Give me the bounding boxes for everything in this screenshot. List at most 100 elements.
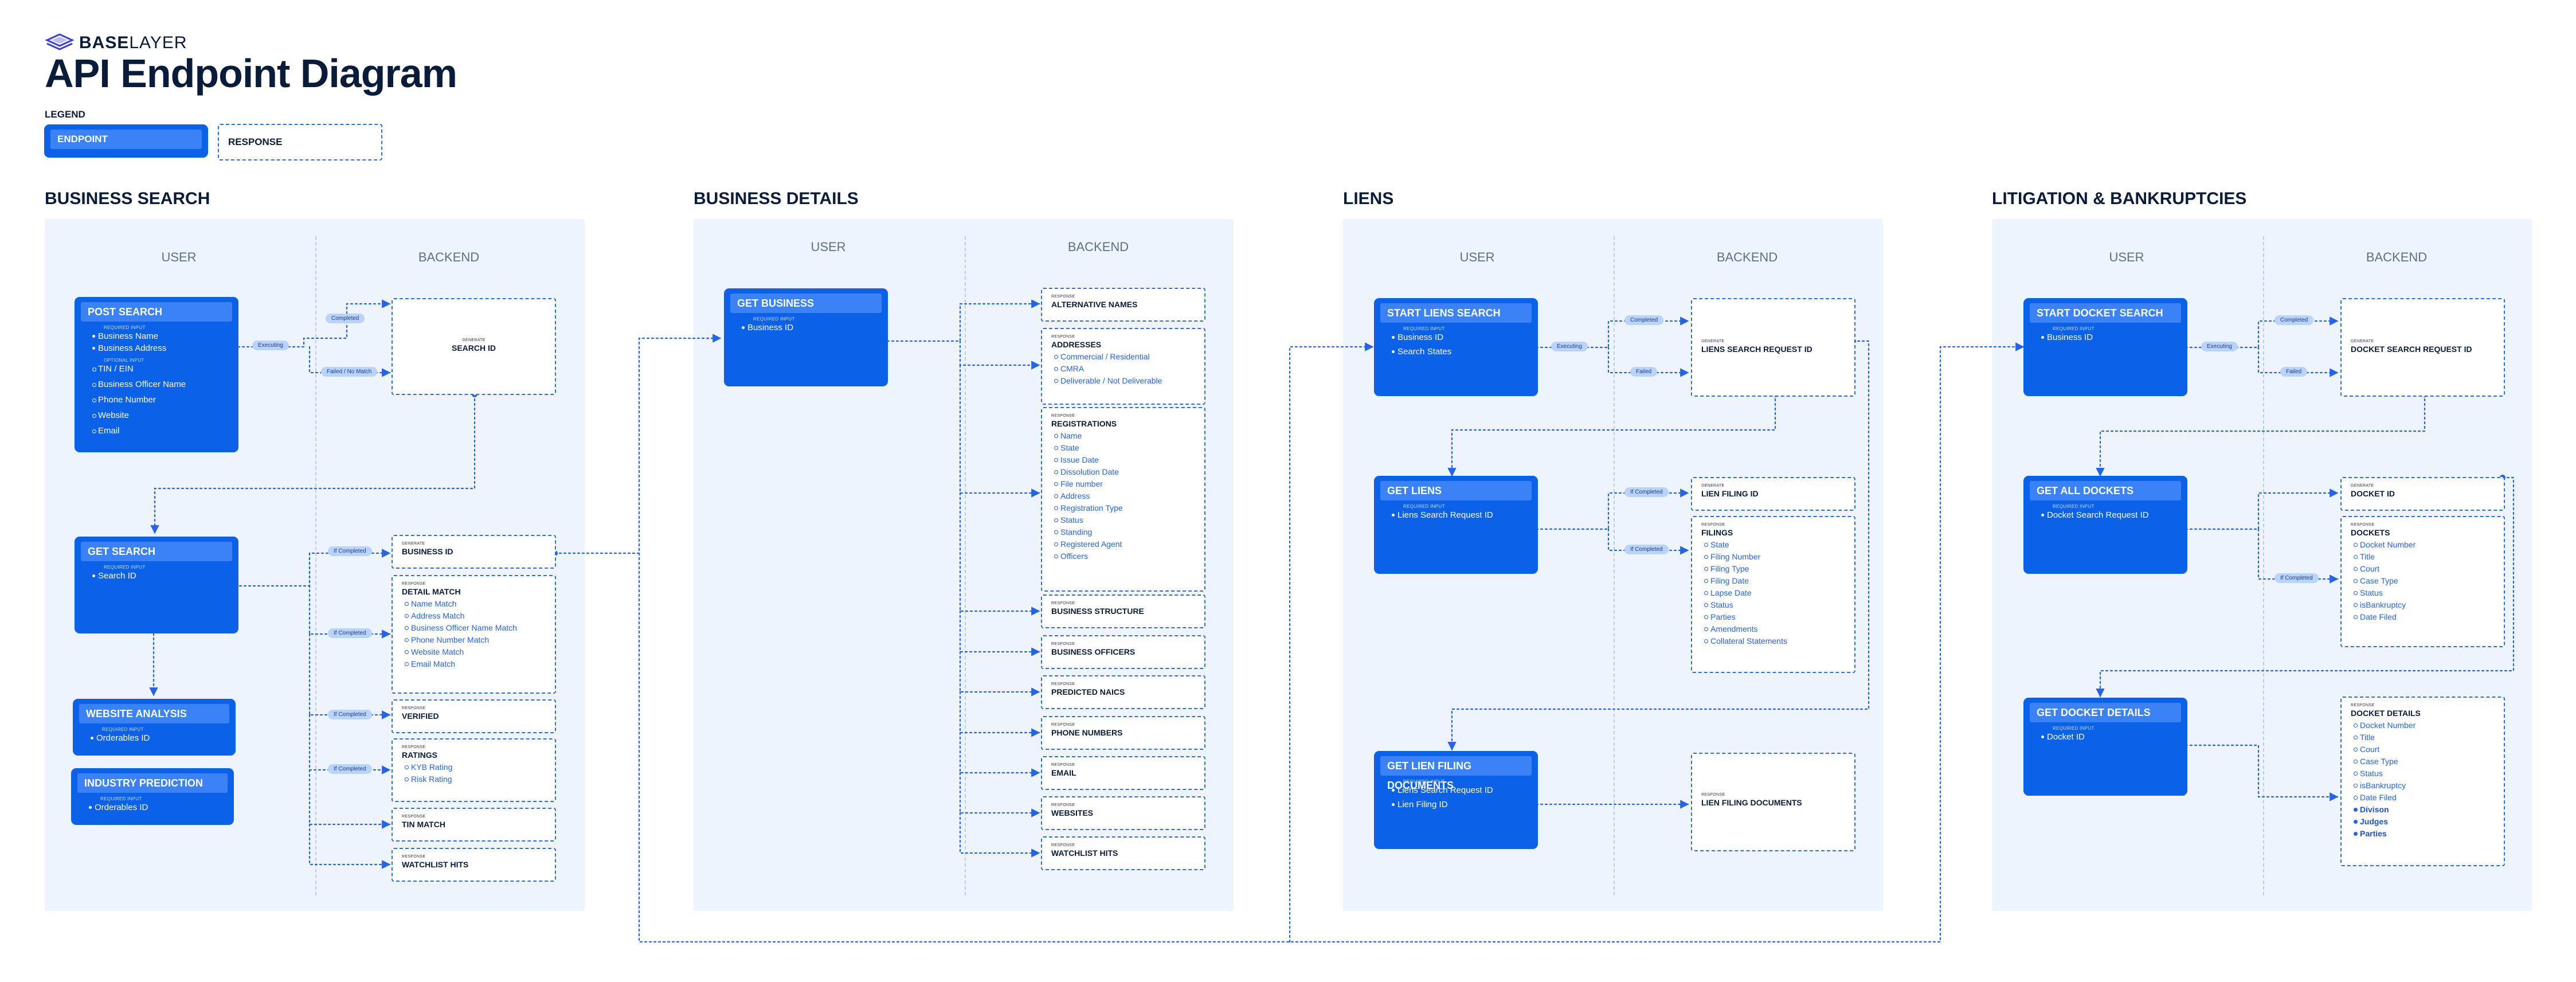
response-item: CMRA [1054, 364, 1204, 373]
response-item: Status [1704, 600, 1854, 609]
response-item: Dissolution Date [1054, 467, 1204, 476]
endpoint-get-all-dockets[interactable]: GET ALL DOCKETS REQUIRED INPUT Docket Se… [2025, 478, 2186, 572]
response-item: Name [1054, 431, 1204, 440]
response-item: Registered Agent [1054, 539, 1204, 549]
required-input-label: REQUIRED INPUT [2053, 504, 2095, 509]
endpoint-website-analysis[interactable]: WEBSITE ANALYSIS REQUIRED INPUT Orderabl… [75, 701, 234, 754]
response-item: Collateral Statements [1704, 636, 1854, 645]
endpoint-get-search[interactable]: GET SEARCH REQUIRED INPUT Search ID [76, 538, 237, 632]
response-item: Registration Type [1054, 503, 1204, 512]
response-label: RESPONSE [1701, 523, 1725, 527]
response-item: isBankruptcy [2354, 781, 2504, 790]
response-item: Lapse Date [1704, 588, 1854, 597]
input-item: Liens Search Request ID [1392, 510, 1536, 520]
section-title-liens: LIENS [1343, 189, 1394, 208]
required-input-label: REQUIRED INPUT [104, 325, 146, 330]
required-input-label: REQUIRED INPUT [1403, 504, 1445, 509]
response-lien-filing-documents[interactable]: RESPONSE LIEN FILING DOCUMENTS [1691, 753, 1855, 851]
endpoint-get-lien-filing-documents[interactable]: GET LIEN FILING DOCUMENTS REQUIRED INPUT… [1376, 753, 1536, 847]
response-ratings[interactable]: RESPONSE RATINGS KYB Rating Risk Rating [392, 738, 556, 802]
required-input-label: REQUIRED INPUT [1403, 326, 1445, 331]
status-pill-if-completed: If Completed [328, 764, 372, 774]
response-liens-search-request-id[interactable]: GENERATE LIENS SEARCH REQUEST ID [1691, 298, 1855, 397]
response-alternative-names[interactable]: RESPONSE ALTERNATIVE NAMES [1041, 288, 1205, 322]
response-item: Commercial / Residential [1054, 352, 1204, 361]
endpoint-title: START DOCKET SEARCH [2030, 303, 2181, 323]
response-label: RESPONSE [2351, 703, 2375, 707]
response-title: BUSINESS OFFICERS [1051, 647, 1136, 656]
endpoint-start-liens-search[interactable]: START LIENS SEARCH REQUIRED INPUT Busine… [1376, 300, 1536, 394]
response-title: WATCHLIST HITS [1051, 848, 1118, 858]
response-item: isBankruptcy [2354, 600, 2504, 609]
response-business-structure[interactable]: RESPONSE BUSINESS STRUCTURE [1041, 594, 1205, 628]
response-lien-filing-id[interactable]: GENERATE LIEN FILING ID [1691, 477, 1855, 511]
response-docket-id[interactable]: GENERATE DOCKET ID [2340, 477, 2505, 511]
input-item: Business ID [742, 323, 886, 332]
response-phone-numbers[interactable]: RESPONSE PHONE NUMBERS [1041, 716, 1205, 750]
column-head-backend: BACKEND [1716, 250, 1778, 264]
input-item: Email [92, 426, 237, 436]
input-item: Search States [1392, 347, 1536, 357]
response-item: Website Match [405, 647, 555, 656]
response-item: Amendments [1704, 624, 1854, 633]
endpoint-get-business[interactable]: GET BUSINESS REQUIRED INPUT Business ID [726, 290, 886, 385]
response-business-id[interactable]: GENERATE BUSINESS ID [392, 535, 556, 569]
required-input-label: REQUIRED INPUT [753, 316, 795, 322]
input-item: Business Name [92, 331, 237, 341]
response-item: Case Type [2354, 757, 2504, 766]
input-item: Orderables ID [91, 733, 234, 743]
response-label: RESPONSE [1051, 763, 1075, 767]
endpoint-get-docket-details[interactable]: GET DOCKET DETAILS REQUIRED INPUT Docket… [2025, 699, 2186, 794]
response-label: RESPONSE [1051, 843, 1075, 847]
response-search-id[interactable]: GENERATE SEARCH ID [392, 298, 556, 395]
response-label: RESPONSE [2351, 523, 2375, 527]
response-docket-details[interactable]: RESPONSE DOCKET DETAILS Docket Number Ti… [2340, 697, 2505, 866]
response-item: Issue Date [1054, 455, 1204, 464]
column-head-user: USER [161, 250, 197, 264]
required-input-label: REQUIRED INPUT [102, 727, 144, 732]
response-email[interactable]: RESPONSE EMAIL [1041, 756, 1205, 790]
status-pill-failed: Failed [2280, 367, 2308, 377]
response-item: Email Match [405, 659, 555, 668]
response-dockets[interactable]: RESPONSE DOCKETS Docket Number Title Cou… [2340, 516, 2505, 647]
response-filings[interactable]: RESPONSE FILINGS State Filing Number Fil… [1691, 516, 1855, 673]
input-item: Website [92, 410, 237, 420]
response-title: SEARCH ID [451, 343, 496, 353]
response-title: WEBSITES [1051, 808, 1094, 817]
endpoint-start-docket-search[interactable]: START DOCKET SEARCH REQUIRED INPUT Busin… [2025, 300, 2186, 394]
status-pill-if-completed: If Completed [328, 546, 372, 556]
response-item: Officers [1054, 551, 1204, 561]
response-tin-match[interactable]: RESPONSE TIN MATCH [392, 808, 556, 842]
response-registrations[interactable]: RESPONSE REGISTRATIONS Name State Issue … [1041, 407, 1205, 592]
response-detail-match[interactable]: RESPONSE DETAIL MATCH Name Match Address… [392, 575, 556, 694]
response-title: RATINGS [402, 750, 437, 760]
response-label: RESPONSE [1051, 803, 1075, 807]
required-input-label: REQUIRED INPUT [1403, 779, 1445, 784]
response-item: Court [2354, 564, 2504, 573]
column-divider [965, 236, 966, 895]
response-websites[interactable]: RESPONSE WEBSITES [1041, 796, 1205, 830]
endpoint-post-search[interactable]: POST SEARCH REQUIRED INPUT Business Name… [76, 299, 237, 451]
section-title-litigation: LITIGATION & BANKRUPTCIES [1992, 189, 2247, 208]
column-divider [315, 236, 316, 895]
status-pill-failed-no-match: Failed / No Match [321, 367, 378, 377]
endpoint-title: WEBSITE ANALYSIS [79, 704, 229, 723]
response-docket-search-request-id[interactable]: GENERATE DOCKET SEARCH REQUEST ID [2340, 298, 2505, 397]
response-watchlist-hits[interactable]: RESPONSE WATCHLIST HITS [392, 848, 556, 882]
response-item: Docket Number [2354, 721, 2504, 730]
response-predicted-naics[interactable]: RESPONSE PREDICTED NAICS [1041, 675, 1205, 709]
required-input-label: REQUIRED INPUT [2053, 326, 2095, 331]
endpoint-industry-prediction[interactable]: INDUSTRY PREDICTION REQUIRED INPUT Order… [73, 770, 232, 823]
endpoint-title: GET ALL DOCKETS [2030, 481, 2181, 500]
endpoint-title: GET LIENS [1380, 481, 1532, 500]
response-business-officers[interactable]: RESPONSE BUSINESS OFFICERS [1041, 635, 1205, 669]
status-pill-if-completed: If Completed [328, 710, 372, 719]
response-verified[interactable]: RESPONSE VERIFIED [392, 699, 556, 733]
response-title: BUSINESS ID [402, 547, 453, 556]
response-title: LIEN FILING ID [1701, 489, 1759, 498]
response-watchlist-hits[interactable]: RESPONSE WATCHLIST HITS [1041, 836, 1205, 870]
input-item: TIN / EIN [92, 364, 237, 374]
status-pill-completed: Completed [326, 314, 365, 323]
endpoint-get-liens[interactable]: GET LIENS REQUIRED INPUT Liens Search Re… [1376, 478, 1536, 572]
response-addresses[interactable]: RESPONSE ADDRESSES Commercial / Resident… [1041, 328, 1205, 405]
